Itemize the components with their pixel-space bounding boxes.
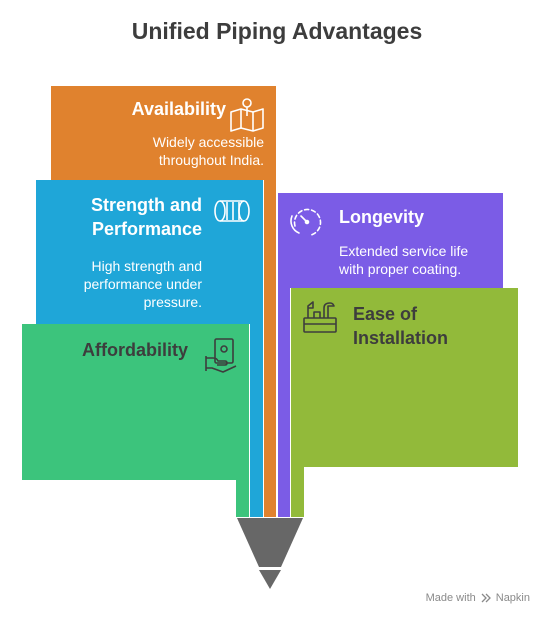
napkin-brand: Napkin: [495, 592, 530, 604]
timer-icon: [290, 208, 322, 236]
strength-desc-line-1: High strength and: [91, 258, 202, 274]
strength-title-line-1: Strength and: [91, 195, 202, 215]
availability-desc-line-1: Widely accessible: [152, 134, 264, 150]
made-with-footer[interactable]: Made with Napkin: [426, 592, 530, 604]
longevity-shape: [278, 193, 503, 517]
affordability-title: Affordability: [82, 340, 188, 360]
installation-shape: [291, 288, 518, 517]
page-title: Unified Piping Advantages: [131, 18, 423, 44]
toolbox-icon: [303, 301, 337, 333]
longevity-desc-line-2: with proper coating.: [339, 261, 462, 277]
money-hand-icon: [205, 338, 237, 373]
availability-desc-line-2: throughout India.: [158, 152, 264, 168]
pencil-point: [259, 570, 281, 589]
strength-desc-line-3: pressure.: [143, 294, 202, 310]
strength-shape: [36, 180, 263, 517]
longevity-title: Longevity: [339, 207, 425, 227]
strength-title-line-2: Performance: [91, 219, 202, 239]
installation-title-line-1: Ease of: [353, 304, 418, 324]
pipe-icon: [214, 200, 250, 222]
longevity-desc-line-1: Extended service life: [339, 243, 469, 259]
pencil-tip: [237, 518, 303, 567]
availability-title: Availability: [131, 99, 226, 119]
installation-title-line-2: Installation: [353, 328, 449, 348]
strength-desc-line-2: performance under: [83, 276, 202, 292]
map-pin-icon: [230, 98, 264, 132]
made-with-label: Made with: [425, 592, 476, 604]
napkin-logo-icon: [481, 593, 491, 603]
affordability-shape: [22, 324, 249, 517]
